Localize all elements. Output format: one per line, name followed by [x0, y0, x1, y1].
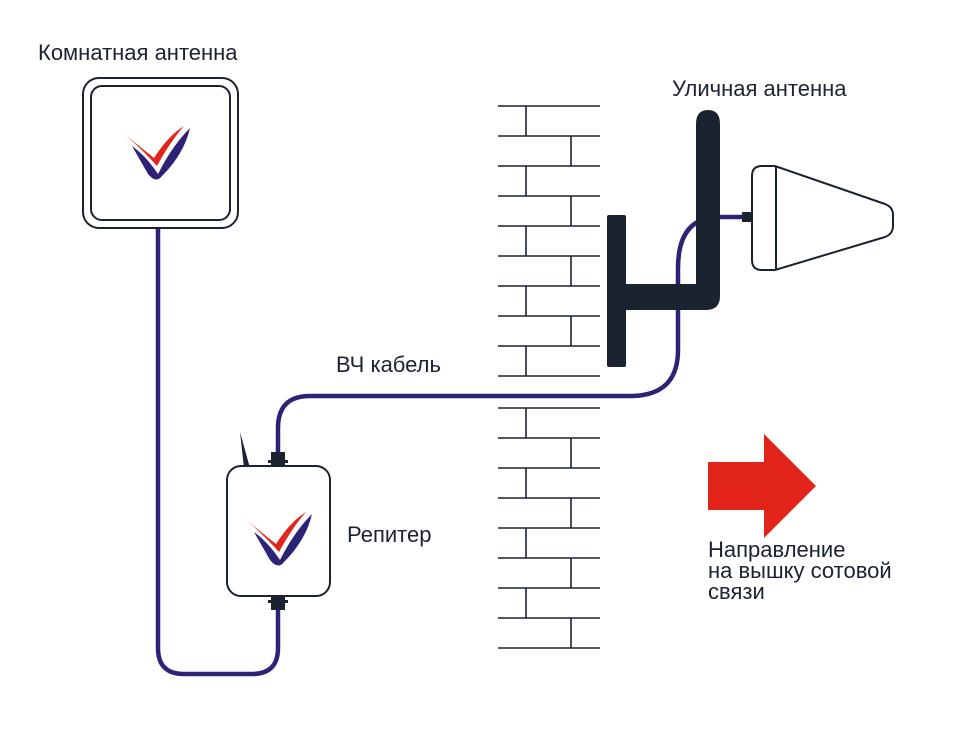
repeater-label: Репитер [347, 522, 432, 547]
direction-line-1: Направление [708, 537, 846, 562]
direction-line-2: на вышку сотовой [708, 557, 892, 583]
outdoor-antenna-label: Уличная антенна [672, 76, 847, 101]
indoor-antenna [82, 77, 239, 229]
arrow-right-icon [708, 434, 816, 538]
cable-indoor-to-repeater [155, 228, 281, 677]
repeater [226, 432, 331, 610]
rf-cable-label: ВЧ кабель [336, 352, 441, 377]
indoor-antenna-label: Комнатная антенна [38, 40, 238, 65]
outdoor-antenna [742, 165, 894, 271]
mast-bracket [607, 110, 720, 367]
brick-wall [498, 105, 600, 649]
rf-cable [275, 214, 752, 460]
check-logo-icon [124, 126, 190, 180]
check-logo-icon [246, 512, 312, 566]
direction-line-3: связи [708, 578, 765, 604]
direction-label: Направление на вышку сотовой связи [708, 537, 892, 604]
